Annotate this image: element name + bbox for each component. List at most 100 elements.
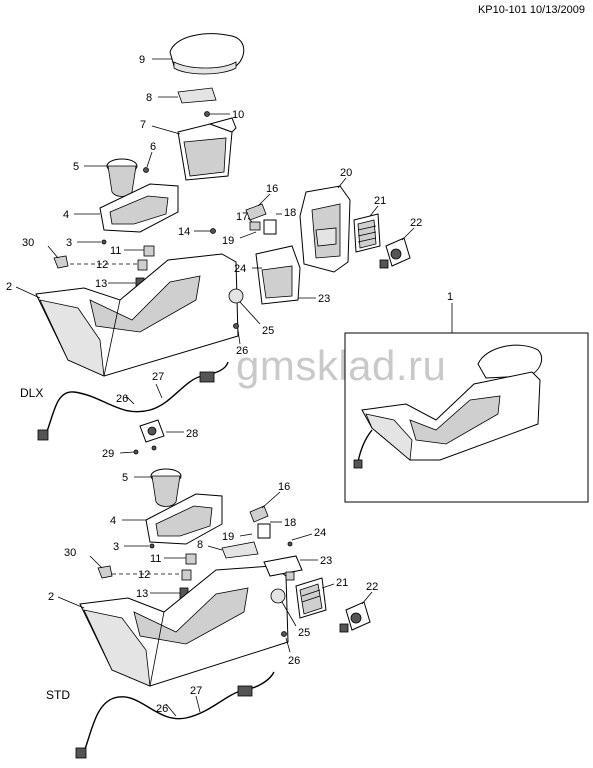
callout-4: 4 xyxy=(110,515,116,527)
callout-18: 18 xyxy=(284,207,296,219)
leader-line xyxy=(155,383,163,399)
shifter-trim-part xyxy=(99,183,179,233)
callout-27: 27 xyxy=(190,685,202,697)
storage-pad-part xyxy=(221,541,259,559)
callout-30: 30 xyxy=(22,237,34,249)
callout-11: 11 xyxy=(150,553,161,565)
callout-2: 2 xyxy=(6,281,12,293)
cup-holder-part xyxy=(150,468,182,507)
callout-21: 21 xyxy=(336,577,348,589)
leader-line xyxy=(369,205,379,217)
screw-part xyxy=(210,228,216,234)
callout-24: 24 xyxy=(234,263,246,275)
cup-holder-part xyxy=(106,158,138,197)
callout-16: 16 xyxy=(278,481,290,493)
bezel-part xyxy=(263,219,277,235)
callout-7: 7 xyxy=(140,119,146,131)
callout-26: 26 xyxy=(116,393,128,405)
callout-24: 24 xyxy=(314,527,326,539)
grommet-part xyxy=(228,288,244,304)
leader-line xyxy=(15,286,41,299)
air-vent-part xyxy=(295,577,327,619)
connector-part xyxy=(237,685,253,697)
callout-5: 5 xyxy=(122,472,128,484)
callout-26: 26 xyxy=(236,345,248,357)
callout-1: 1 xyxy=(447,291,453,303)
callout-11: 11 xyxy=(110,245,121,257)
console-body-part xyxy=(35,253,239,377)
callout-22: 22 xyxy=(366,581,378,593)
callout-23: 23 xyxy=(318,293,330,305)
leader-line xyxy=(285,637,291,653)
callout-5: 5 xyxy=(73,161,79,173)
leader-line xyxy=(361,591,373,605)
callout-25: 25 xyxy=(298,627,310,639)
callout-23: 23 xyxy=(320,555,332,567)
leader-line xyxy=(89,555,103,569)
callout-8: 8 xyxy=(146,92,152,104)
socket-housing-part xyxy=(137,259,148,271)
leader-line xyxy=(207,545,223,551)
power-outlet-part xyxy=(185,553,197,565)
watermark: gmsklad.ru xyxy=(236,342,447,389)
callout-6: 6 xyxy=(150,141,156,153)
leader-line xyxy=(281,601,297,627)
callout-12: 12 xyxy=(138,569,150,581)
outlet-assembly-part xyxy=(379,237,411,269)
knob-part xyxy=(53,255,69,269)
callout-19: 19 xyxy=(222,531,234,543)
storage-pad-part xyxy=(177,87,217,104)
leader-line xyxy=(261,491,281,509)
mounting-bracket-part xyxy=(255,245,301,305)
connector-part xyxy=(37,429,49,441)
leader-line xyxy=(337,177,347,189)
switch-assembly-part xyxy=(139,419,165,443)
air-vent-part xyxy=(353,213,381,253)
variant-label-std: STD xyxy=(46,688,70,702)
assembled-console-part xyxy=(353,344,543,469)
callout-25: 25 xyxy=(262,325,274,337)
console-body-part xyxy=(79,565,289,687)
switch-part xyxy=(245,203,267,221)
grommet-part xyxy=(270,588,286,604)
leader-line xyxy=(195,695,201,713)
knob-part xyxy=(97,565,113,579)
callout-21: 21 xyxy=(374,195,386,207)
screw-part xyxy=(151,445,157,451)
screw-part xyxy=(133,449,139,455)
outlet-assembly-part xyxy=(339,601,371,633)
leader-line xyxy=(125,395,135,405)
switch-part xyxy=(249,505,269,523)
clip-part xyxy=(281,631,287,637)
callout-18: 18 xyxy=(284,517,296,529)
leader-line xyxy=(119,451,135,454)
drawing-code: KP10-101 10/13/2009 xyxy=(477,4,585,16)
power-outlet-part xyxy=(143,245,155,257)
bezel-part xyxy=(257,523,271,539)
callout-16: 16 xyxy=(266,183,278,195)
callout-27: 27 xyxy=(152,371,164,383)
leader-line xyxy=(237,329,241,345)
clip-part xyxy=(149,543,155,549)
callout-17: 17 xyxy=(236,211,248,223)
armrest-lid-part xyxy=(169,33,245,75)
callout-8: 8 xyxy=(197,539,203,551)
leader-line xyxy=(239,533,253,537)
callout-10: 10 xyxy=(232,109,244,121)
callout-22: 22 xyxy=(410,217,422,229)
clip-part xyxy=(101,239,107,245)
callout-26: 26 xyxy=(288,655,300,667)
switch-part xyxy=(249,221,261,231)
callout-3: 3 xyxy=(66,237,72,249)
connector-part xyxy=(75,747,87,759)
leader-line xyxy=(291,533,313,541)
callout-26: 26 xyxy=(156,703,168,715)
callout-14: 14 xyxy=(178,226,190,238)
leader-line xyxy=(239,301,261,325)
variant-label-dlx: DLX xyxy=(20,386,44,400)
leader-line xyxy=(57,596,85,609)
screw-part xyxy=(287,541,293,547)
leader-line xyxy=(321,583,335,589)
storage-bin-part xyxy=(177,117,237,181)
socket-housing-part xyxy=(181,569,192,581)
